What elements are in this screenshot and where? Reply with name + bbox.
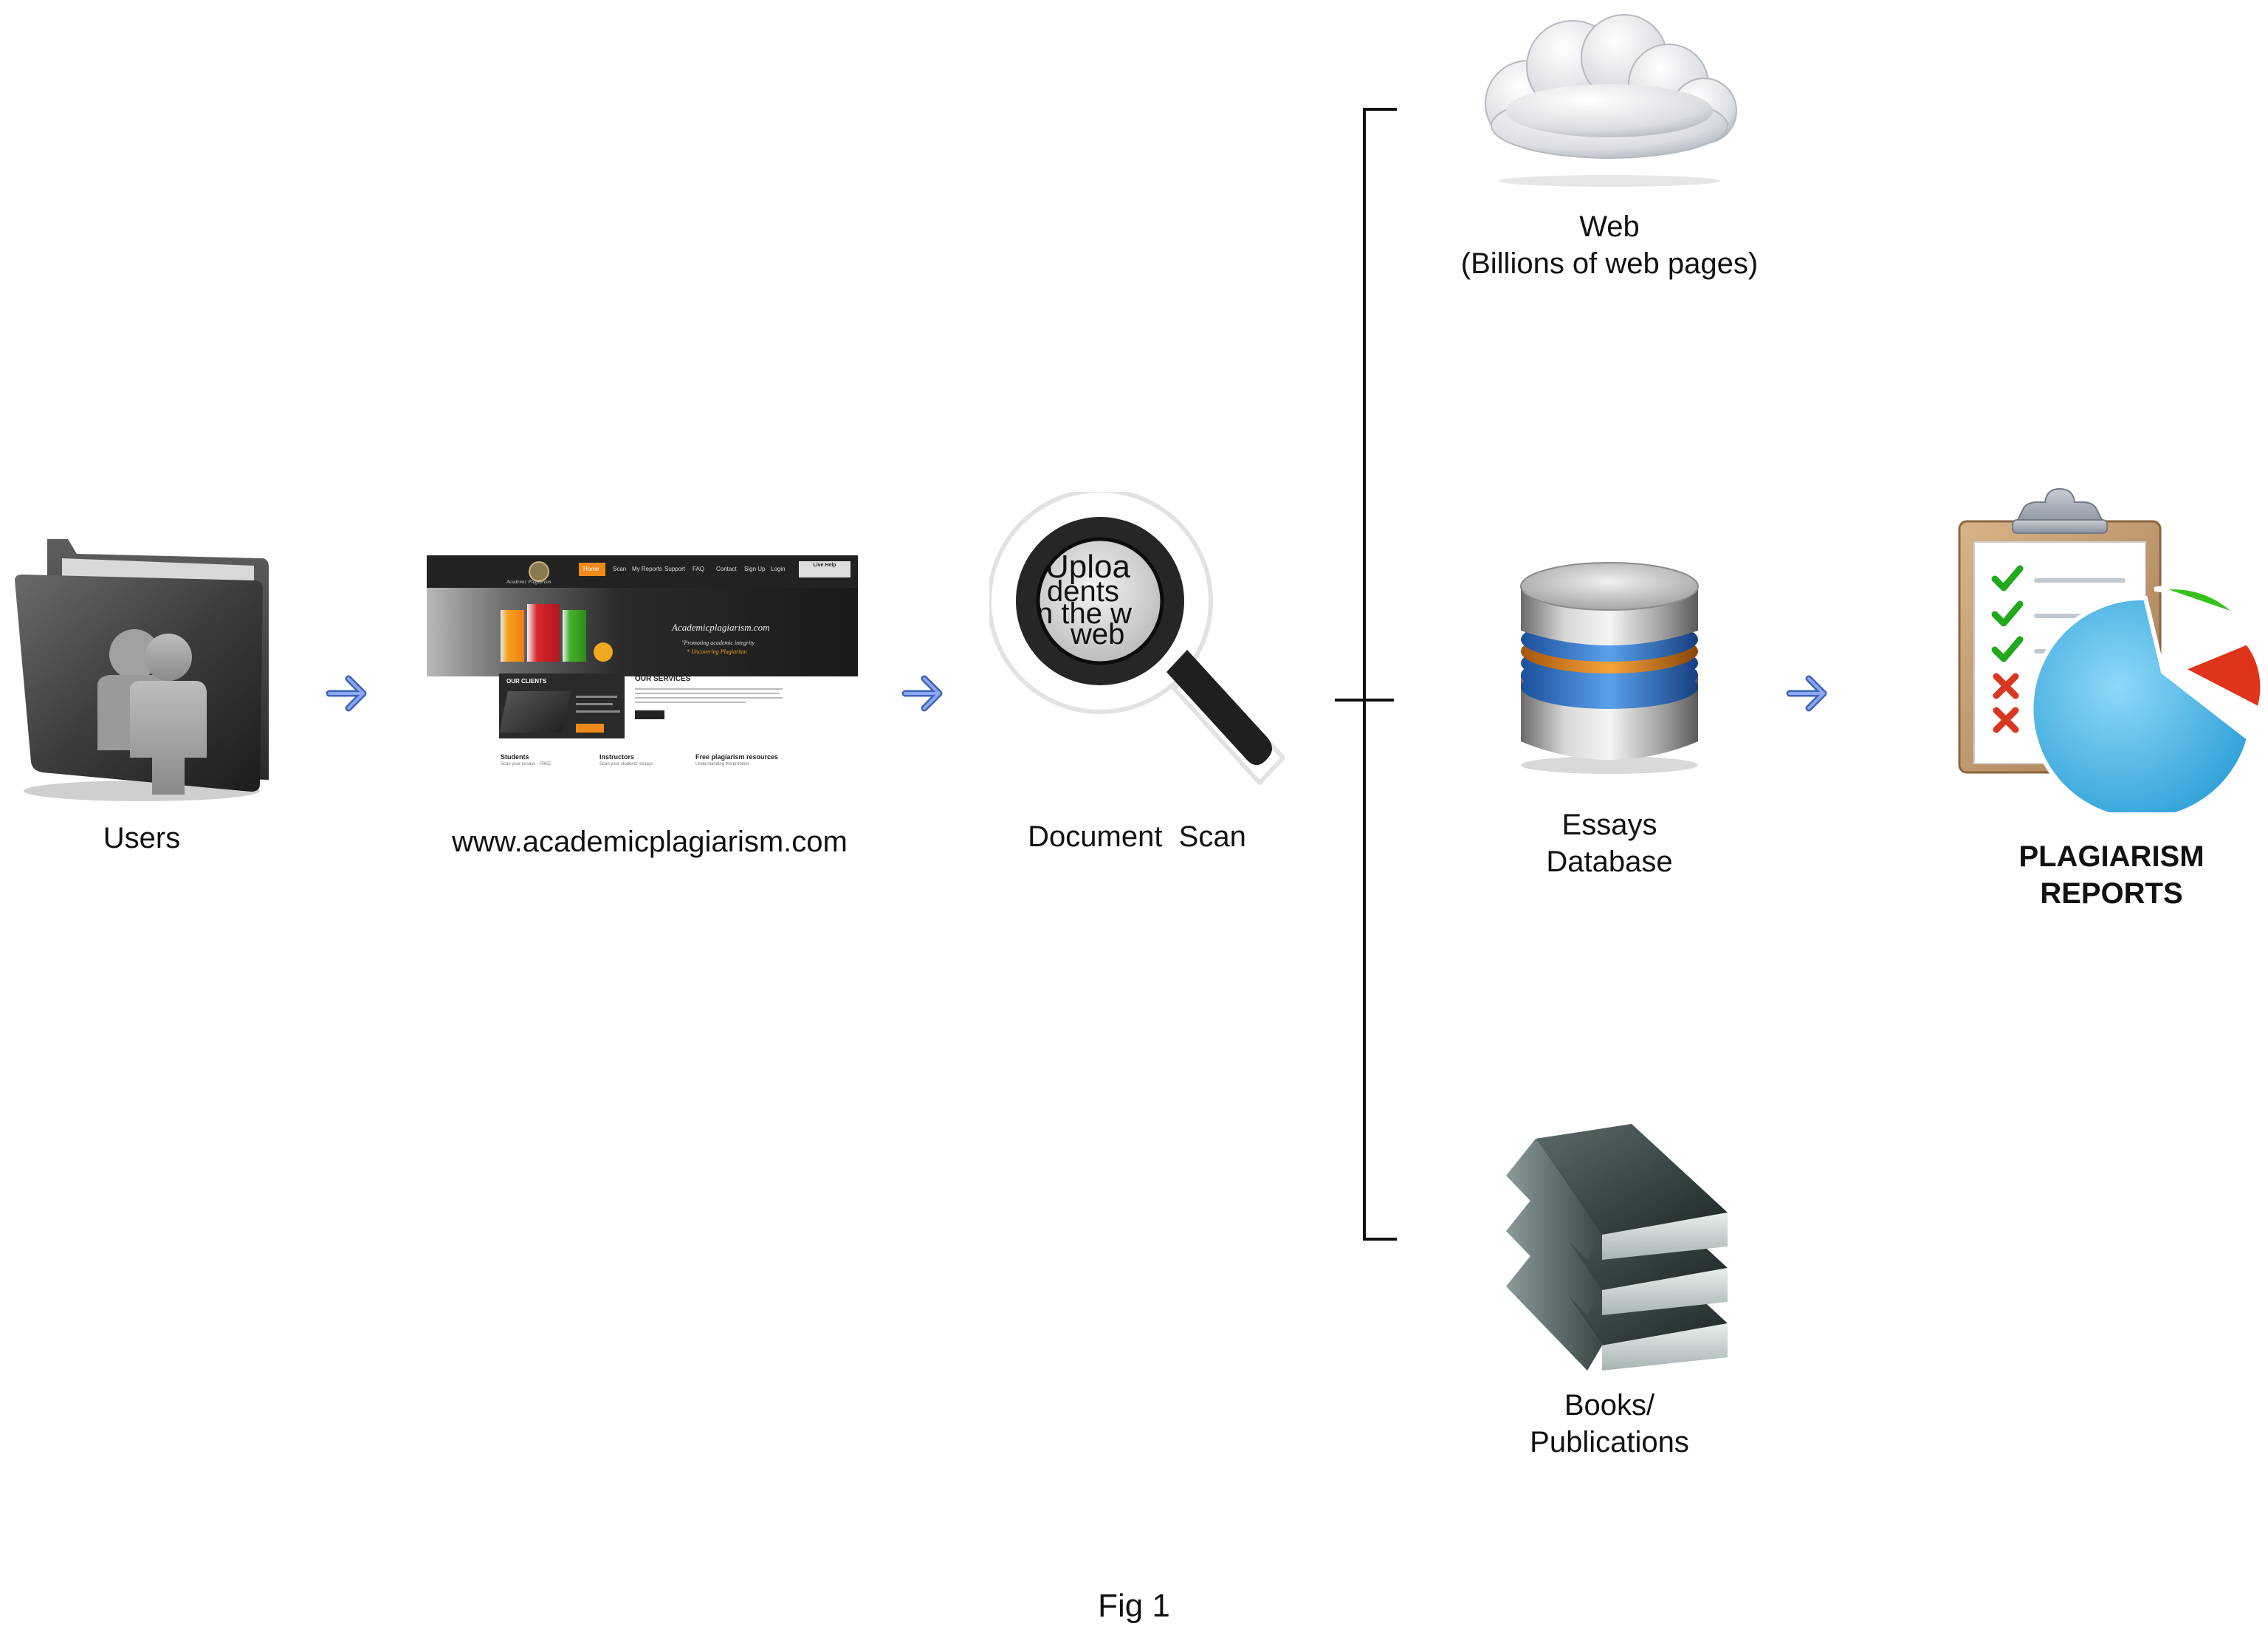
website-nav-item: Contact <box>716 566 737 572</box>
website-services-title: OUR SERVICES <box>635 675 691 683</box>
essays-label-line2: Database <box>1546 846 1673 878</box>
website-live-help: Live Help <box>799 561 850 577</box>
website-clients-list <box>576 696 617 698</box>
essays-label-line1: Essays <box>1561 809 1657 841</box>
website-keyboard-image <box>499 691 571 733</box>
check-icon <box>1991 636 2024 662</box>
books-label-line1: Books/ <box>1564 1389 1655 1422</box>
web-label: Web (Billions of web pages) <box>1440 208 1779 282</box>
magnifier-icon: Uploa dents n the w web <box>989 492 1285 785</box>
pie-slice-blue <box>2029 595 2252 812</box>
website-nav-item: Login <box>771 566 786 572</box>
check-icon <box>1991 565 2024 592</box>
reports-label-line2: REPORTS <box>2040 877 2183 910</box>
website-clients-button <box>576 724 604 733</box>
web-label-line1: Web <box>1579 210 1640 243</box>
website-banner <box>427 588 858 676</box>
website-footer-title: Free plagiarism resources <box>695 753 779 761</box>
right-arrow-icon <box>1786 675 1827 712</box>
website-nav-item: Home <box>583 566 599 572</box>
reports-label-line1: PLAGIARISM <box>2018 840 2205 873</box>
website-nav-bar: Home Scan My Reports Support FAQ Contact… <box>427 555 858 588</box>
website-brand: Academic Plagiarism <box>506 579 551 585</box>
plagiarism-reports-label: PLAGIARISM REPORTS <box>1964 838 2259 912</box>
check-icon <box>1991 600 2024 627</box>
cloud-icon <box>1485 14 1737 187</box>
website-tagline-sub: "Promoting academic integrity <box>681 640 755 646</box>
product-box-premium <box>527 604 560 662</box>
product-box-trial <box>563 610 586 662</box>
right-arrow-icon <box>326 675 367 712</box>
website-tagline-sub: * Uncovering Plagiarism <box>687 648 747 655</box>
website-screenshot: Home Scan My Reports Support FAQ Contact… <box>427 555 858 769</box>
website-services-text <box>635 702 746 703</box>
database-icon <box>1520 562 1699 774</box>
web-label-line2: (Billions of web pages) <box>1460 247 1759 280</box>
product-box-basic <box>501 610 524 662</box>
document-scan-label: Document Scan <box>1028 820 1246 853</box>
website-nav-item: Support <box>664 566 686 572</box>
website-footer-title: Students <box>501 753 529 761</box>
website-clients-list <box>576 703 613 705</box>
website-services-text <box>635 697 783 699</box>
right-arrow-icon <box>901 675 943 712</box>
books-label-line2: Publications <box>1530 1426 1689 1458</box>
pie-slice-red <box>2176 640 2265 713</box>
website-clients-list <box>576 710 620 713</box>
website-nav-item: Scan <box>613 566 627 572</box>
website-label: www.academicplagiarism.com <box>452 826 848 858</box>
lens-text: dents <box>1047 575 1119 608</box>
cross-icon <box>1993 673 2019 699</box>
cross-icon <box>1993 707 2019 733</box>
lens-text: web <box>1070 618 1124 651</box>
pie-slice-green <box>2154 585 2241 619</box>
product-seal-icon <box>594 642 613 662</box>
users-label: Users <box>103 822 181 854</box>
website-clients-box: OUR CLIENTS <box>499 673 625 738</box>
website-footer-sub: Scan your essays - FREE <box>501 762 551 767</box>
clipboard-report-icon <box>1958 487 2265 812</box>
website-services-text <box>635 688 783 690</box>
figure-caption: Fig 1 <box>1098 1588 1170 1624</box>
website-nav-item: Sign Up <box>744 566 766 572</box>
website-nav-home <box>579 563 605 576</box>
books-icon <box>1506 1124 1728 1371</box>
website-services-text <box>635 693 780 694</box>
website-logo-icon <box>529 561 549 582</box>
books-publications-label: Books/ Publications <box>1477 1387 1742 1461</box>
website-footer-sub: Scan your students' essays <box>599 762 653 767</box>
website-clients-title: OUR CLIENTS <box>506 678 547 685</box>
essays-database-label: Essays Database <box>1477 806 1742 880</box>
lens-text: n the w <box>1037 597 1132 630</box>
website-footer-title: Instructors <box>599 753 635 761</box>
website-nav-item: FAQ <box>693 566 705 572</box>
website-services-button <box>635 710 664 719</box>
website-tagline: Academicplagiarism.com <box>672 622 770 633</box>
users-folder-icon <box>15 539 269 801</box>
bracket-connector <box>1335 108 1397 1241</box>
website-nav-item: My Reports <box>632 566 662 572</box>
website-footer-sub: Understanding the problem <box>695 762 749 767</box>
